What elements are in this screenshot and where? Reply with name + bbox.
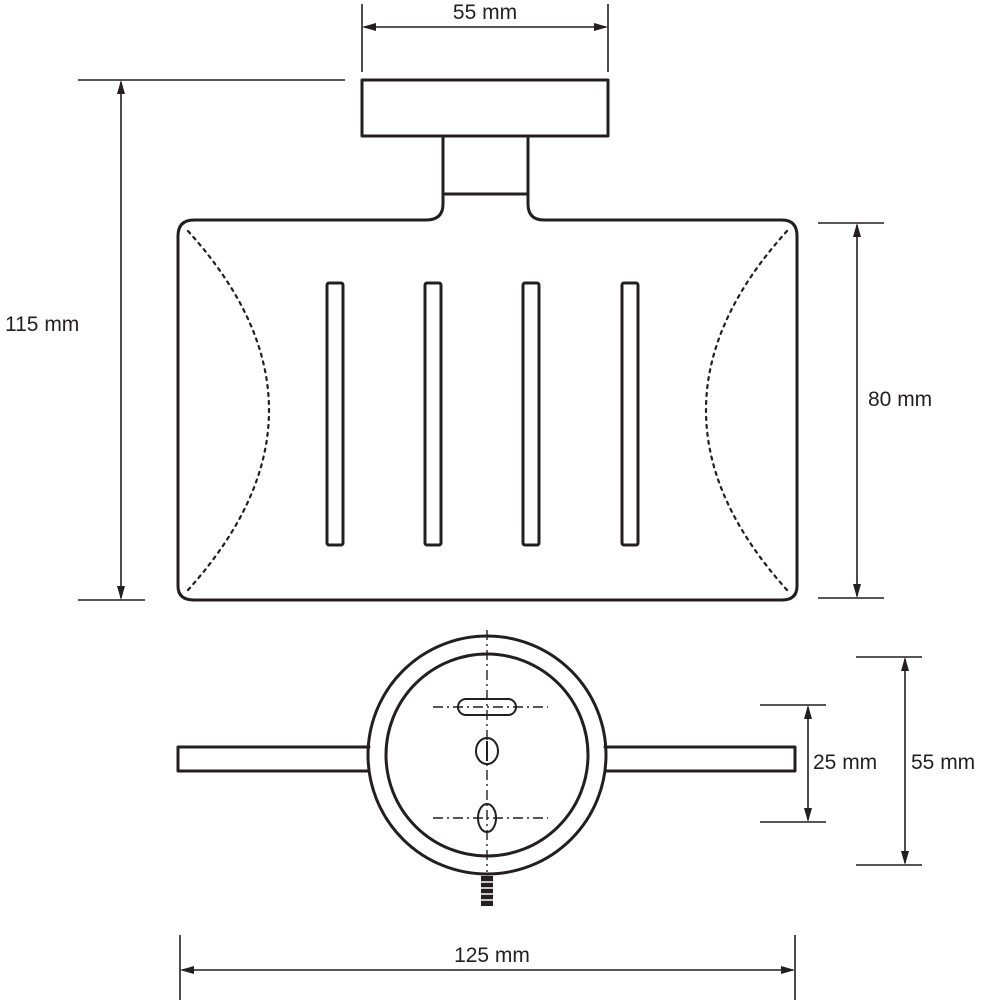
dimension-mount-diameter: 55 mm xyxy=(856,656,975,866)
mounting-slot-hole xyxy=(457,698,517,716)
dimension-total-width: 125 mm xyxy=(179,935,796,1000)
drain-slot xyxy=(423,281,443,547)
dimension-mount-width: 55 mm xyxy=(361,1,609,72)
dimension-label-mount-diameter: 55 mm xyxy=(911,751,975,774)
left-curve-dotted xyxy=(186,229,271,592)
mount-stem xyxy=(441,134,530,196)
screw-hole xyxy=(477,803,497,833)
drain-slot xyxy=(325,281,345,547)
right-arm xyxy=(603,745,797,773)
wall-mount-plate xyxy=(360,78,610,138)
dimension-label-basket-height: 80 mm xyxy=(868,388,932,411)
front-view xyxy=(176,78,799,602)
set-screw xyxy=(481,876,493,906)
dimension-total-height: 115 mm xyxy=(5,79,345,601)
left-arm xyxy=(176,745,371,773)
right-curve-dotted xyxy=(704,229,789,592)
dimension-label-mount-width: 55 mm xyxy=(453,1,517,24)
dimension-label-basket-depth: 25 mm xyxy=(813,751,877,774)
top-view xyxy=(176,630,797,906)
drain-slot xyxy=(620,281,640,547)
screw-hole xyxy=(475,737,499,765)
dimension-basket-depth: 25 mm xyxy=(760,704,877,823)
dimension-label-total-height: 115 mm xyxy=(5,313,79,336)
dimension-label-total-width: 125 mm xyxy=(454,944,530,967)
basket-outline xyxy=(176,192,799,602)
dimension-basket-height: 80 mm xyxy=(818,222,932,599)
drain-slot xyxy=(521,281,541,547)
